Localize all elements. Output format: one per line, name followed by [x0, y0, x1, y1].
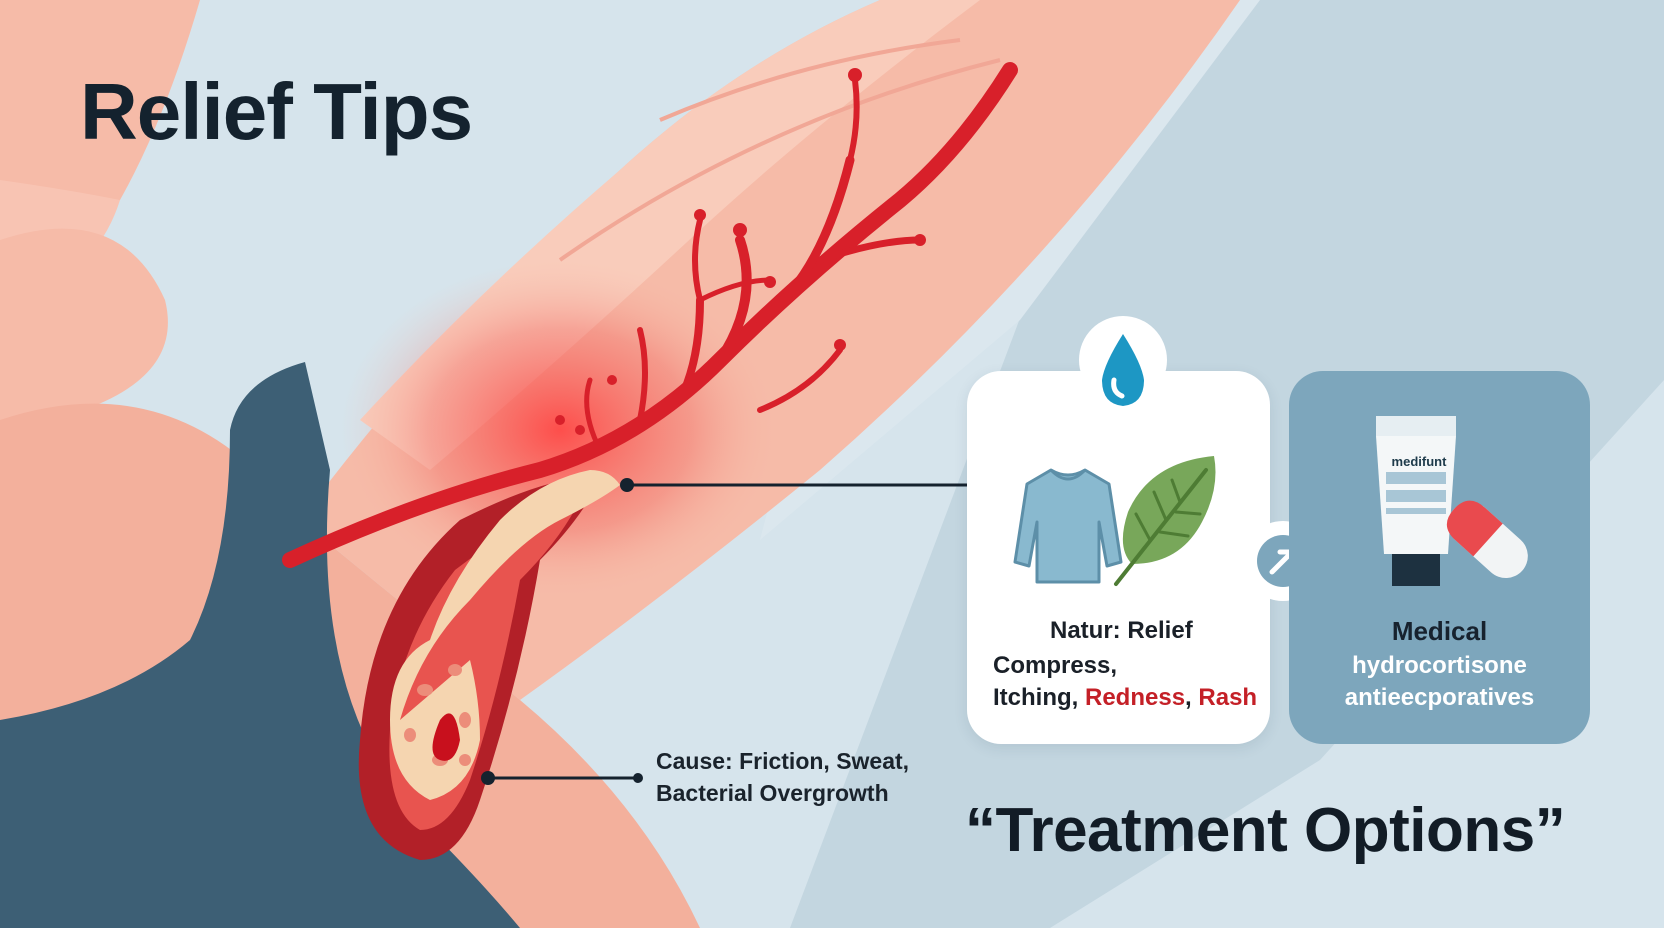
blood-vessels	[282, 62, 1018, 568]
symptom-redness: Redness	[1085, 684, 1186, 711]
symptom-separator: ,	[1185, 684, 1199, 711]
medical-card-line1: hydrocortisone	[1352, 652, 1527, 679]
cause-line2: Bacterial Overgrowth	[656, 780, 889, 807]
tube-label: medifunt	[1391, 454, 1447, 469]
vessel-dots	[555, 68, 926, 435]
natural-card-symptoms: Itching, Redness, Rash	[993, 682, 1257, 713]
shirt-icon	[1013, 468, 1123, 584]
arm-crease	[558, 58, 1001, 262]
water-drop-icon	[1102, 334, 1144, 406]
connector-dot	[633, 773, 643, 783]
medical-card-line2: antieеcporatives	[1344, 684, 1535, 711]
treatment-options-title: “Treatment Options”	[965, 796, 1566, 865]
cause-annotation: Cause: Friction, Sweat, Bacterial Overgr…	[656, 745, 909, 809]
cream-tube-icon	[1376, 416, 1456, 586]
pill-icon	[1446, 500, 1528, 579]
inflammation-glow	[340, 260, 780, 600]
leaf-icon	[1114, 456, 1216, 586]
page-title: Relief Tips	[80, 67, 473, 156]
connector-dot	[620, 478, 634, 492]
natural-card-title: Natur: Relief	[1050, 617, 1193, 644]
symptom-text: Itching,	[993, 684, 1085, 711]
shoulder-skin	[0, 228, 168, 430]
arm-crease	[659, 38, 961, 122]
cause-line1: Cause: Friction, Sweat,	[656, 748, 910, 774]
connector-dot	[481, 771, 495, 785]
medical-card-title: Medical	[1391, 616, 1488, 646]
pus-core	[432, 713, 460, 761]
natural-card-line1: Compress,	[993, 652, 1118, 679]
neck-skin	[0, 0, 200, 240]
symptom-rash: Rash	[1198, 684, 1258, 711]
